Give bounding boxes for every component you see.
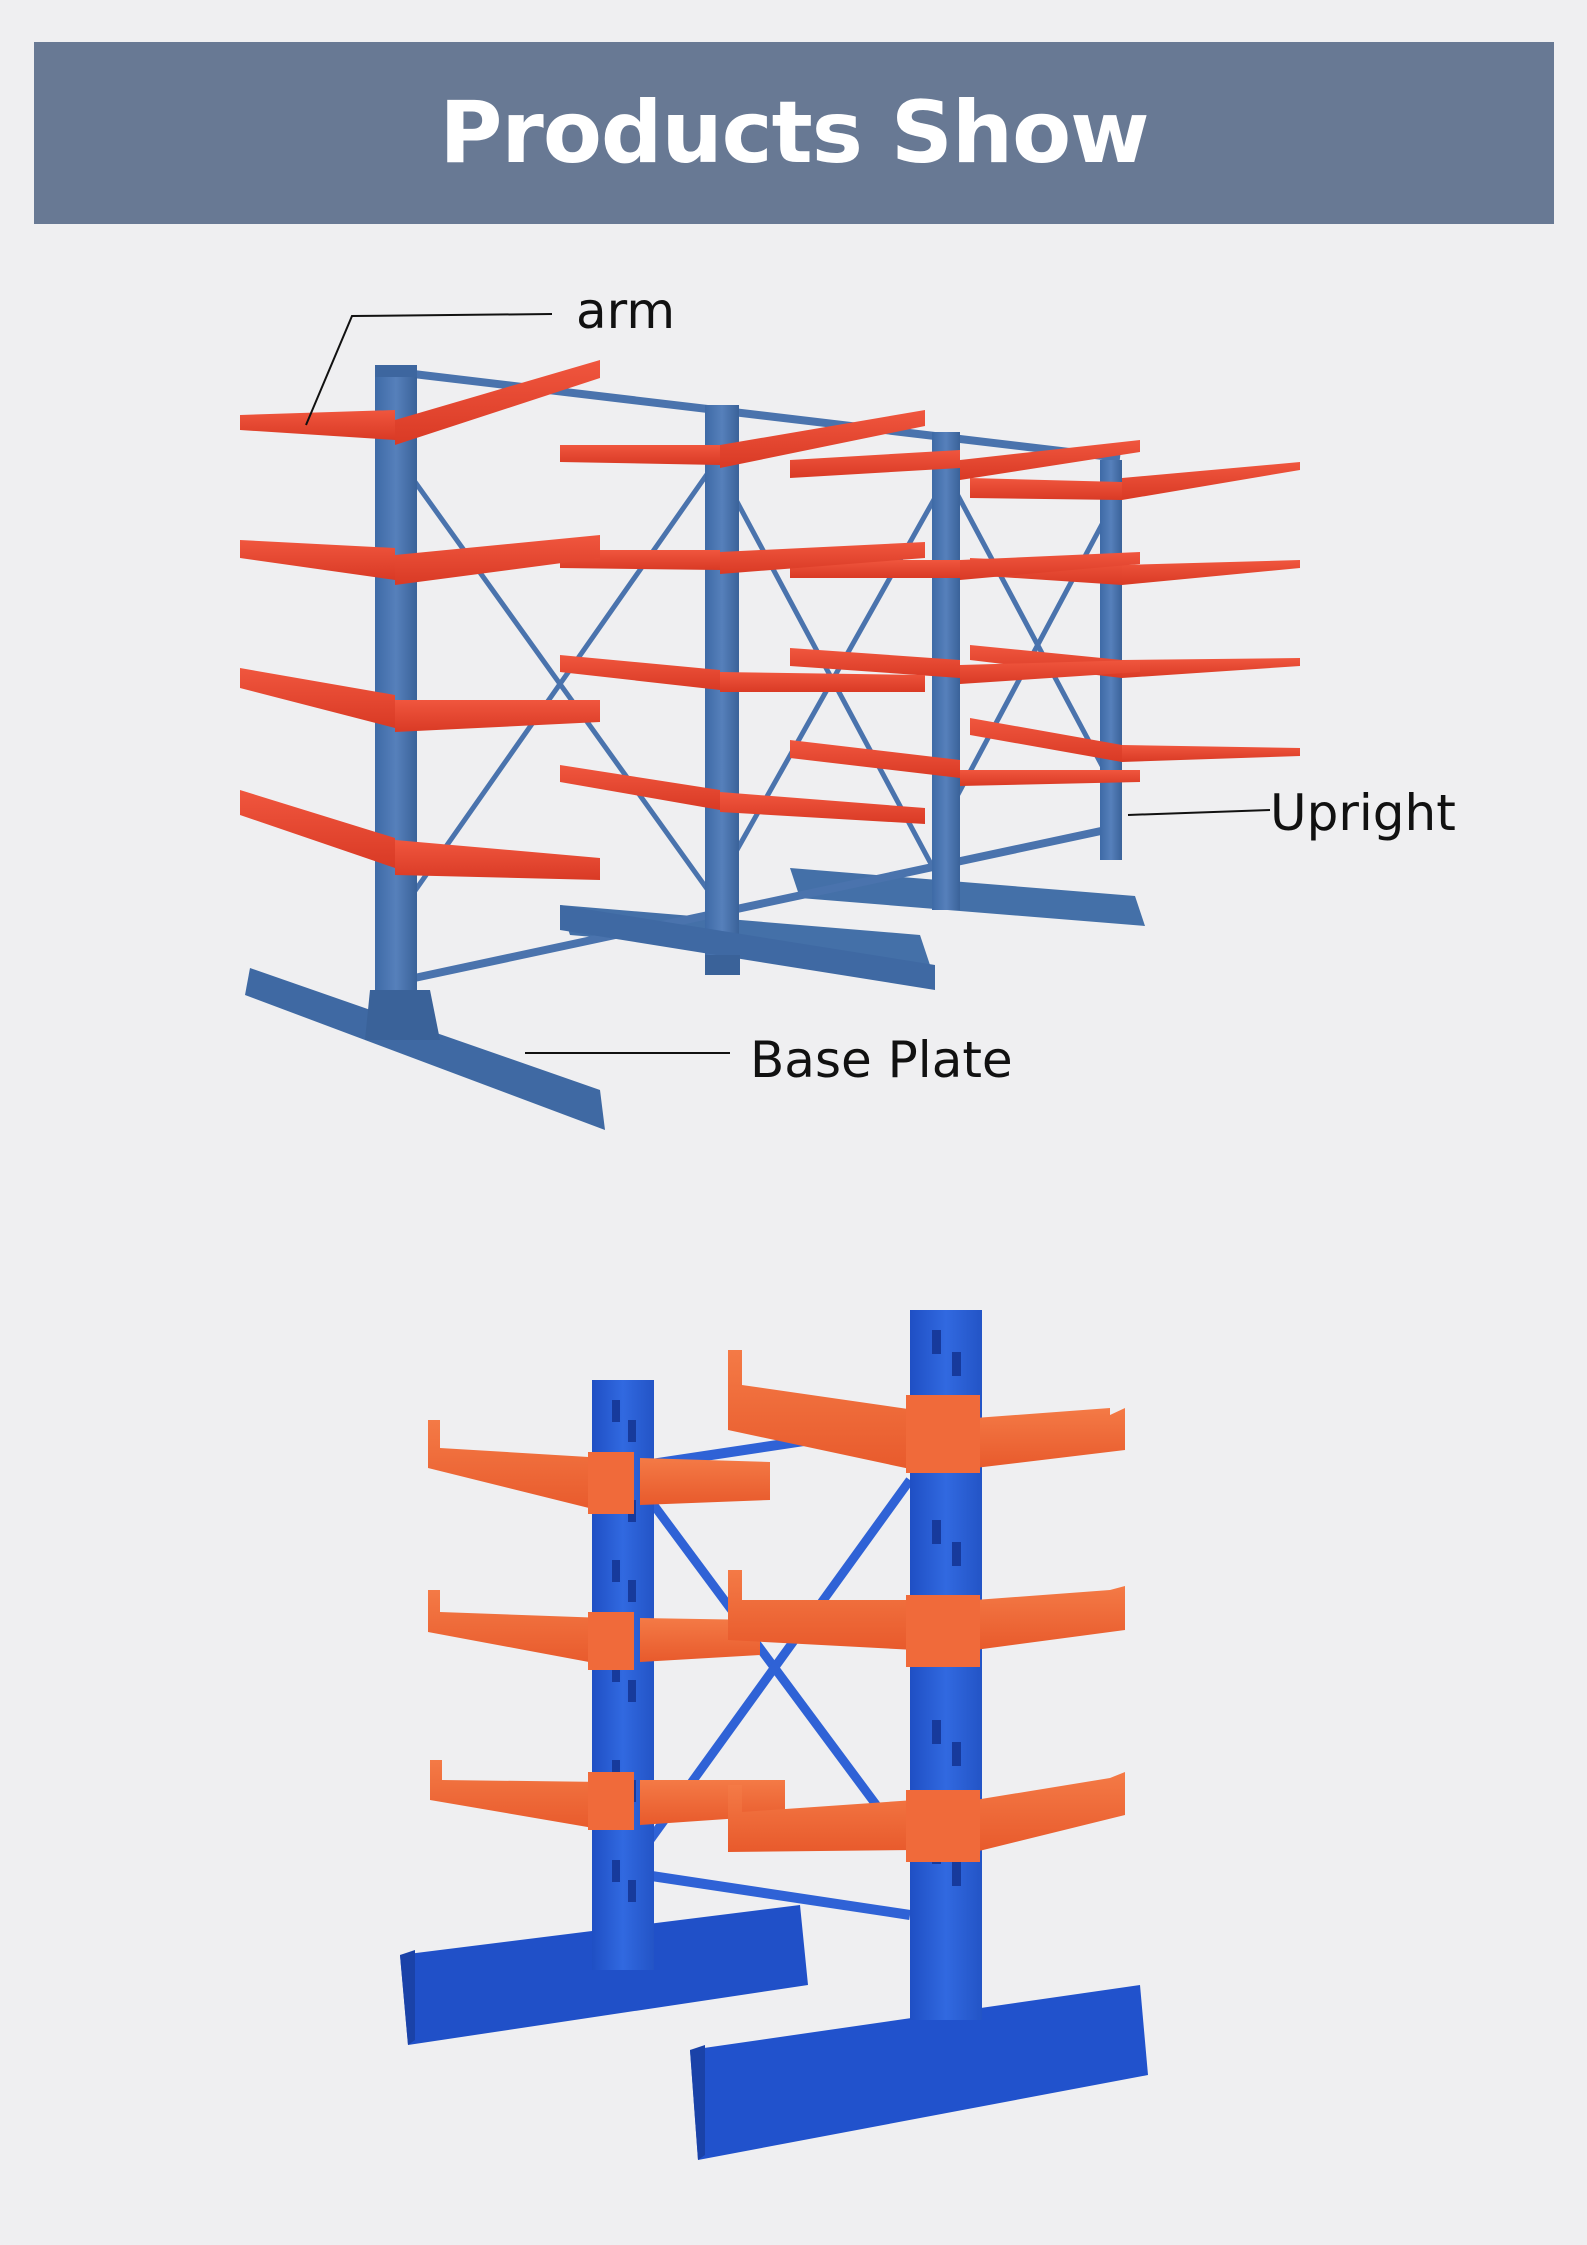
header-banner: Products Show	[34, 42, 1554, 224]
cantilever-rack-diagram-icon	[240, 313, 1300, 1130]
arm-label: arm	[576, 282, 676, 340]
cantilever-rack-photo-icon	[400, 1310, 1148, 2160]
cantilever-rack-diagram	[0, 260, 1587, 1160]
base-plate-label: Base Plate	[750, 1031, 1013, 1089]
page-title: Products Show	[439, 83, 1149, 183]
cantilever-rack-photo	[0, 1280, 1587, 2200]
upright-label: Upright	[1270, 784, 1456, 842]
